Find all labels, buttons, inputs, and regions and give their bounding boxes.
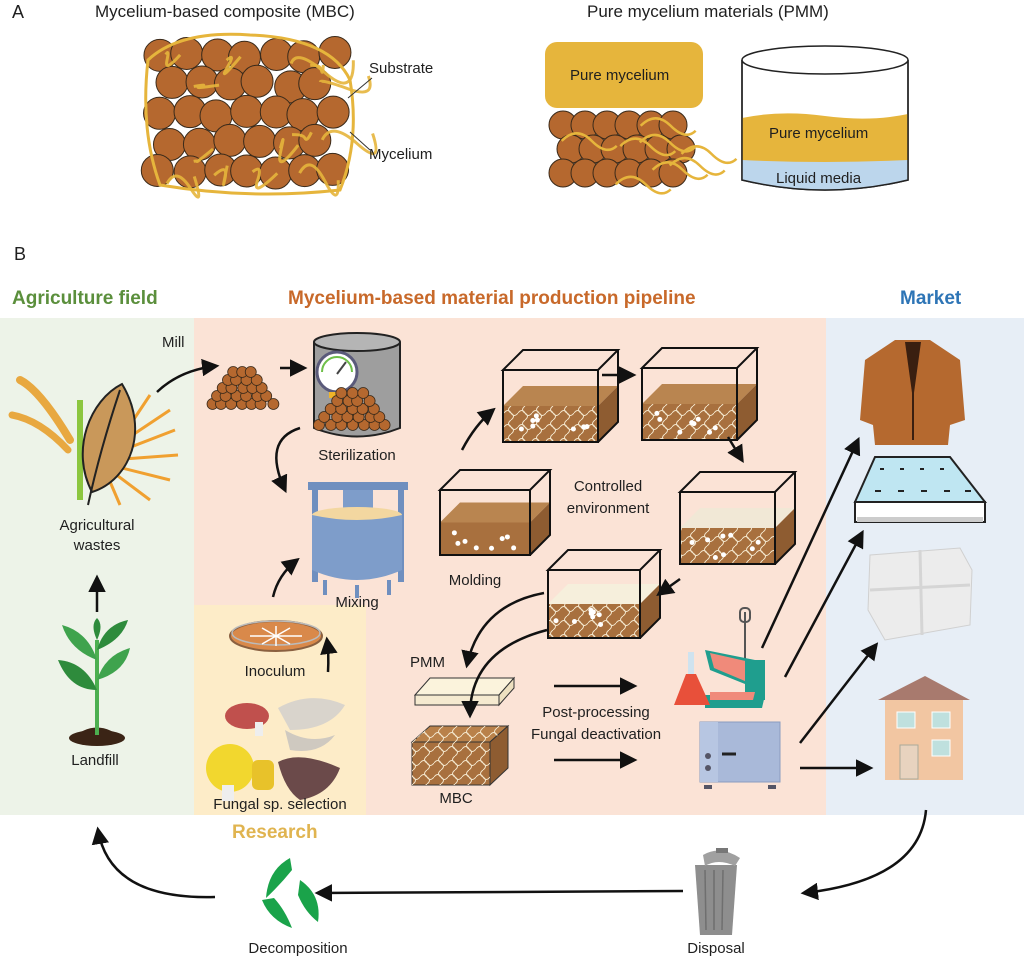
mbc-title: Mycelium-based composite (MBC) [95,2,355,21]
post-processing-label: Post-processing [542,704,650,721]
fungal-selection-label: Fungal sp. selection [213,796,347,813]
arrow-disposal-to-decomposition [314,884,684,902]
mixing-tank-icon [308,482,408,598]
panel-a-letter: A [12,2,25,22]
arrow-decomposition-to-landfill [91,826,216,899]
arrow-mill [156,358,220,393]
arrow-growth-2-to-3 [726,436,744,463]
arrow-market-to-disposal [800,809,928,901]
sterilization-label: Sterilization [318,447,396,464]
pmm-liquid-beaker [741,45,909,191]
pmm-liquid-label: Pure mycelium [769,125,869,142]
mycelium-leader-line [349,131,371,151]
arrow-sterilization-to-mixing [271,426,301,494]
pmm-solid-illustration [545,42,738,195]
molding-container-icon [437,469,553,556]
agricultural-waste-icon [8,376,179,506]
substrate-label: Substrate [369,60,434,77]
milled-substrate-pile [206,366,280,410]
substrate-leader-line [347,77,373,99]
growth-stage-3-container-icon [677,471,798,565]
inoculum-label: Inoculum [244,663,306,680]
mycelium-label: Mycelium [369,146,433,163]
growth-stage-1-container-icon [500,349,621,443]
molding-label: Molding [448,572,502,589]
heat-press-icon [705,607,765,708]
controlled-environment-label-1: Controlled [573,478,643,495]
panel-b-letter: B [14,244,27,264]
house-icon [878,676,970,780]
sapling-landfill-icon [58,618,130,746]
arrow-molding-to-growth [460,407,496,451]
pmm-solid-label: Pure mycelium [570,67,670,84]
growth-stage-4-container-icon [545,549,663,639]
mbc-brick-icon [410,724,510,787]
decomposition-label: Decomposition [248,940,348,957]
mbc-illustration [140,32,378,199]
arrow-to-foam [799,642,879,744]
chemical-flask-icon [674,652,710,705]
fungal-deactivation-label: Fungal deactivation [530,726,662,743]
pmm-title: Pure mycelium materials (PMM) [587,2,829,21]
packaging-foam-icon [867,547,973,641]
arrow-to-mattress [783,529,864,678]
sterilization-autoclave-icon [313,332,401,438]
mbc-label: MBC [439,790,473,807]
fungal-species-icon [206,698,345,801]
leather-jacket-icon [860,340,965,445]
pmm-label: PMM [410,654,445,671]
arrow-growth-3-to-4 [656,577,681,597]
arrow-fungi-to-inoculum [320,636,338,673]
pmm-sheet-icon [413,676,516,707]
arrow-research-to-mixing [271,557,300,598]
arrow-to-jacket [760,436,861,649]
mill-label: Mill [162,334,185,351]
agriculture-field-title: Agriculture field [12,288,158,309]
arrow-to-pmm [461,591,545,669]
agricultural-wastes-label-2: wastes [73,537,121,554]
growth-stage-2-container-icon [639,347,760,441]
pipeline-title: Mycelium-based material production pipel… [288,288,696,309]
disposal-label: Disposal [687,940,745,957]
controlled-environment-label-2: environment [566,500,650,517]
deactivation-oven-icon [699,721,781,789]
recycle-leaves-icon [262,858,319,928]
agricultural-wastes-label-1: Agricultural [59,517,135,534]
market-title: Market [900,288,962,309]
liquid-media-label: Liquid media [776,170,862,187]
mixing-label: Mixing [335,594,379,611]
trash-can-icon [695,848,740,935]
arrow-to-mbc [461,628,548,719]
landfill-label: Landfill [71,752,119,769]
mattress-icon [853,456,988,523]
research-title: Research [232,822,318,843]
inoculum-petri-dish-icon [229,620,323,652]
